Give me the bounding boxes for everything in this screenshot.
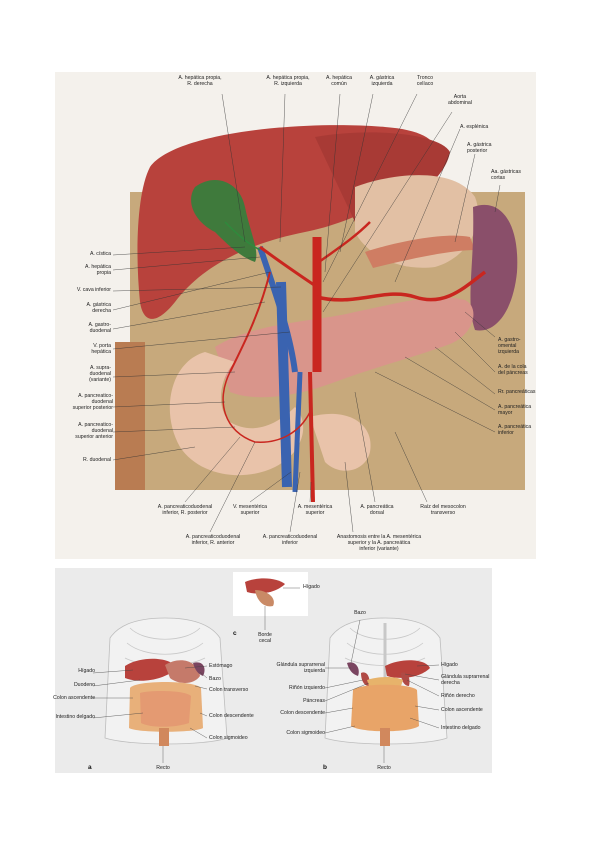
label-a-descending-colon: Colon descendente [209, 713, 254, 719]
label-b-small-intestine: Intestino delgado [441, 725, 481, 731]
label-greater-pancreatic: A. pancreática mayor [498, 404, 532, 416]
label-abdominal-aorta: Aorta abdominal [448, 94, 472, 106]
label-short-gastric: Aa. gástricas cortas [491, 169, 521, 181]
gastroduodenal-artery [229, 271, 271, 373]
label-b-right-adrenal: Glándula suprarrenal derecha [441, 674, 490, 686]
label-b-ascending-colon: Colon ascendente [441, 707, 483, 713]
label-psp-duodenal: A. pancreatico- duodenal superior poster… [72, 393, 113, 411]
label-transverse-mesocolon-root: Raíz del mesocolon transverso [420, 504, 466, 516]
figure-letter-c: c [233, 630, 237, 637]
label-hepatic-proper: A. hepática propia [85, 264, 111, 276]
label-inferior-vena-cava: V. cava inferior [76, 287, 111, 293]
label-superior-mesenteric-vein: V. mesentérica superior [232, 504, 268, 516]
label-left-gastric: A. gástrica izquierda [369, 75, 395, 87]
label-a-small-intestine: Intestino delgado [55, 714, 95, 720]
label-c-cecal-border: Borde cecal [258, 632, 272, 644]
label-a-ascending-colon: Colon ascendente [53, 695, 95, 701]
label-supraduodenal: A. supra- duodenal (variante) [89, 365, 111, 383]
label-pdi: A. pancreaticoduodenal inferior [262, 534, 318, 546]
jejunum-loop [310, 413, 371, 471]
label-a-duodenum: Duodeno [73, 682, 95, 688]
label-pancreatic-branches: Rr. pancreáticas [498, 389, 536, 395]
label-c-liver: Hígado [303, 584, 320, 590]
label-b-descending-colon: Colon descendente [280, 710, 325, 716]
splenic-artery [316, 270, 487, 302]
label-tail-pancreas-artery: A. de la cola del páncreas [498, 364, 528, 376]
leader-lines [112, 93, 501, 533]
pancreas-b [367, 677, 403, 688]
label-b-left-adrenal: Glándula suprarrenal izquierda [276, 662, 325, 674]
label-hepatic-right: A. hepática propia, R. derecha [178, 75, 222, 87]
label-posterior-gastric: A. gástrica posterior [467, 142, 492, 154]
label-anastomosis-variant: Anastomosis entre la A. mesentérica supe… [336, 534, 422, 552]
label-a-spleen: Bazo [209, 676, 221, 682]
abdominal-wall [115, 342, 145, 490]
pancreas-vascular-drawing [112, 93, 525, 533]
portal-vein-vessel [257, 246, 298, 373]
figure-letter-b: b [323, 764, 327, 771]
inset-c-frame [233, 572, 308, 616]
stomach-cut [365, 235, 475, 268]
colon-b [351, 684, 419, 732]
duodenum-shape [169, 352, 304, 476]
rectum-a [159, 728, 169, 746]
label-b-right-kidney: Riñón derecho [441, 693, 475, 699]
inset-c-intestine [255, 590, 274, 607]
label-b-left-kidney: Riñón izquierdo [288, 685, 325, 691]
liver-a [125, 658, 177, 681]
label-b-liver: Hígado [441, 662, 458, 668]
label-portal-vein: V. porta hepática [91, 343, 111, 355]
organ-overview-figures: Hígado Duodeno Colon ascendente Intestin… [53, 568, 492, 773]
liver-b [385, 660, 430, 678]
label-common-hepatic: A. hepática común [326, 75, 352, 87]
spleen-a [193, 662, 205, 676]
label-b-pancreas: Páncreas [303, 698, 325, 704]
label-b-rectum: Recto [377, 765, 391, 771]
label-a-stomach: Estómago [209, 663, 233, 669]
superior-mesenteric-artery [308, 371, 315, 503]
label-inferior-pancreatic: A. pancreática inferior [498, 424, 532, 436]
kidneys-b [361, 672, 410, 686]
figure-letter-a: a [88, 764, 92, 771]
label-a-liver: Hígado [78, 668, 95, 674]
label-a-sigmoid-colon: Colon sigmoideo [209, 735, 248, 741]
inset-c-liver [245, 578, 285, 594]
liver-left-lobe [315, 132, 450, 222]
label-psa-duodenal: A. pancreatico- duodenal superior anteri… [75, 422, 113, 440]
spleen-shape [470, 204, 518, 331]
label-pdi-anterior: A. pancreaticoduodenal inferior, R. ante… [185, 534, 241, 546]
anatomy-illustration-main: A. hepática propia, R. derecha A. hepáti… [55, 72, 536, 559]
label-hepatic-left: A. hepática propia, R. izquierda [266, 75, 310, 87]
leader-lines-bottom [92, 587, 440, 763]
label-b-sigmoid-colon: Colon sigmoideo [286, 730, 325, 736]
spleen-b [347, 662, 359, 676]
left-gastric-artery [318, 221, 371, 264]
label-pdi-posterior: A. pancreaticoduodenal inferior, R. post… [157, 504, 213, 516]
cystic-artery [224, 221, 261, 251]
label-celiac-trunk: Tronco celíaco [416, 75, 434, 87]
hepatic-artery [259, 245, 318, 289]
small-intestine-a [140, 691, 191, 727]
label-dorsal-pancreatic: A. pancreática dorsal [360, 504, 394, 516]
rectum-b [380, 728, 390, 746]
label-gastroomental-left: A. gastro- omental izquierda [498, 337, 521, 355]
label-right-gastric: A. gástrica derecha [86, 302, 111, 314]
superior-mesenteric-vessels [292, 371, 303, 493]
label-superior-mesenteric-artery: A. mesentérica superior [297, 504, 333, 516]
label-duodenal-branch: R. duodenal [83, 457, 111, 463]
stomach-a [165, 660, 200, 683]
gallbladder-shape [191, 179, 257, 262]
label-splenic-artery: A. esplénica [460, 124, 489, 130]
label-a-rectum: Recto [156, 765, 170, 771]
torso-drawings [92, 572, 448, 763]
label-cystic-artery: A. cística [89, 251, 111, 257]
label-b-spleen: Bazo [354, 610, 366, 616]
label-a-transverse-colon: Colon transverso [209, 687, 249, 693]
label-gastroduodenal: A. gastro- duodenal [88, 322, 112, 334]
